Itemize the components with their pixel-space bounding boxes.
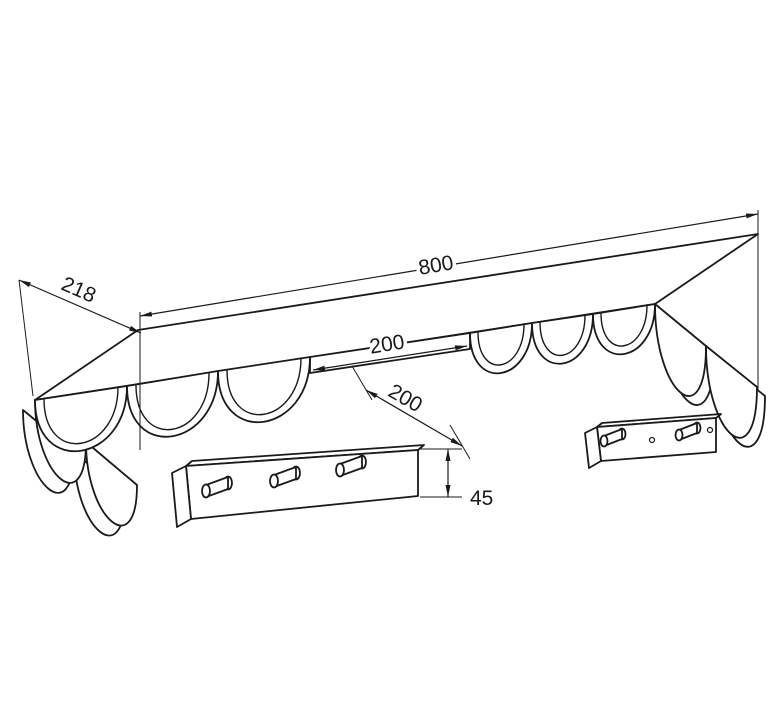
scallop [85, 441, 138, 527]
dimension-45: 45 [420, 448, 497, 514]
scallop-inner-edge [600, 304, 648, 347]
peg-cap [269, 473, 279, 489]
scallop [654, 303, 707, 397]
front-left-scallops [34, 356, 311, 453]
scallop-inner-edge [477, 323, 525, 366]
extension-line [18, 279, 34, 397]
extension-line [449, 424, 471, 460]
dimension-line [365, 389, 463, 447]
scallop [126, 370, 219, 438]
scallop [469, 322, 533, 375]
dim-bar-height-label: 45 [470, 487, 493, 510]
scallop-inner-edge [135, 372, 210, 431]
mounting-bar-left [171, 444, 425, 528]
screw-hole [706, 426, 714, 434]
extension-line [351, 365, 373, 401]
scallop-inner-edge [43, 386, 119, 445]
front-right-scallops [469, 303, 656, 375]
scallop [531, 313, 594, 365]
scallop [217, 356, 311, 424]
bar-end-cap [171, 465, 192, 528]
bar-end-cap [584, 426, 602, 469]
peg-cap [599, 434, 609, 448]
dim-depth-label: 200 [384, 380, 426, 417]
mounting-bar-right [584, 413, 722, 469]
dimension-line [18, 279, 142, 334]
dimension-line [139, 213, 759, 317]
screw-hole [648, 436, 656, 444]
dim-length-label: 800 [417, 251, 455, 279]
scallop-inner-edge [539, 314, 586, 356]
dim-end-depth-label: 218 [58, 273, 99, 308]
peg-cap [335, 462, 345, 478]
dimension-line [312, 345, 468, 371]
right-end-scallops [654, 303, 766, 448]
scallop-inner-edge [226, 357, 302, 416]
peg-cap [674, 428, 684, 442]
scallop [34, 385, 128, 453]
peg-cap [201, 483, 211, 499]
